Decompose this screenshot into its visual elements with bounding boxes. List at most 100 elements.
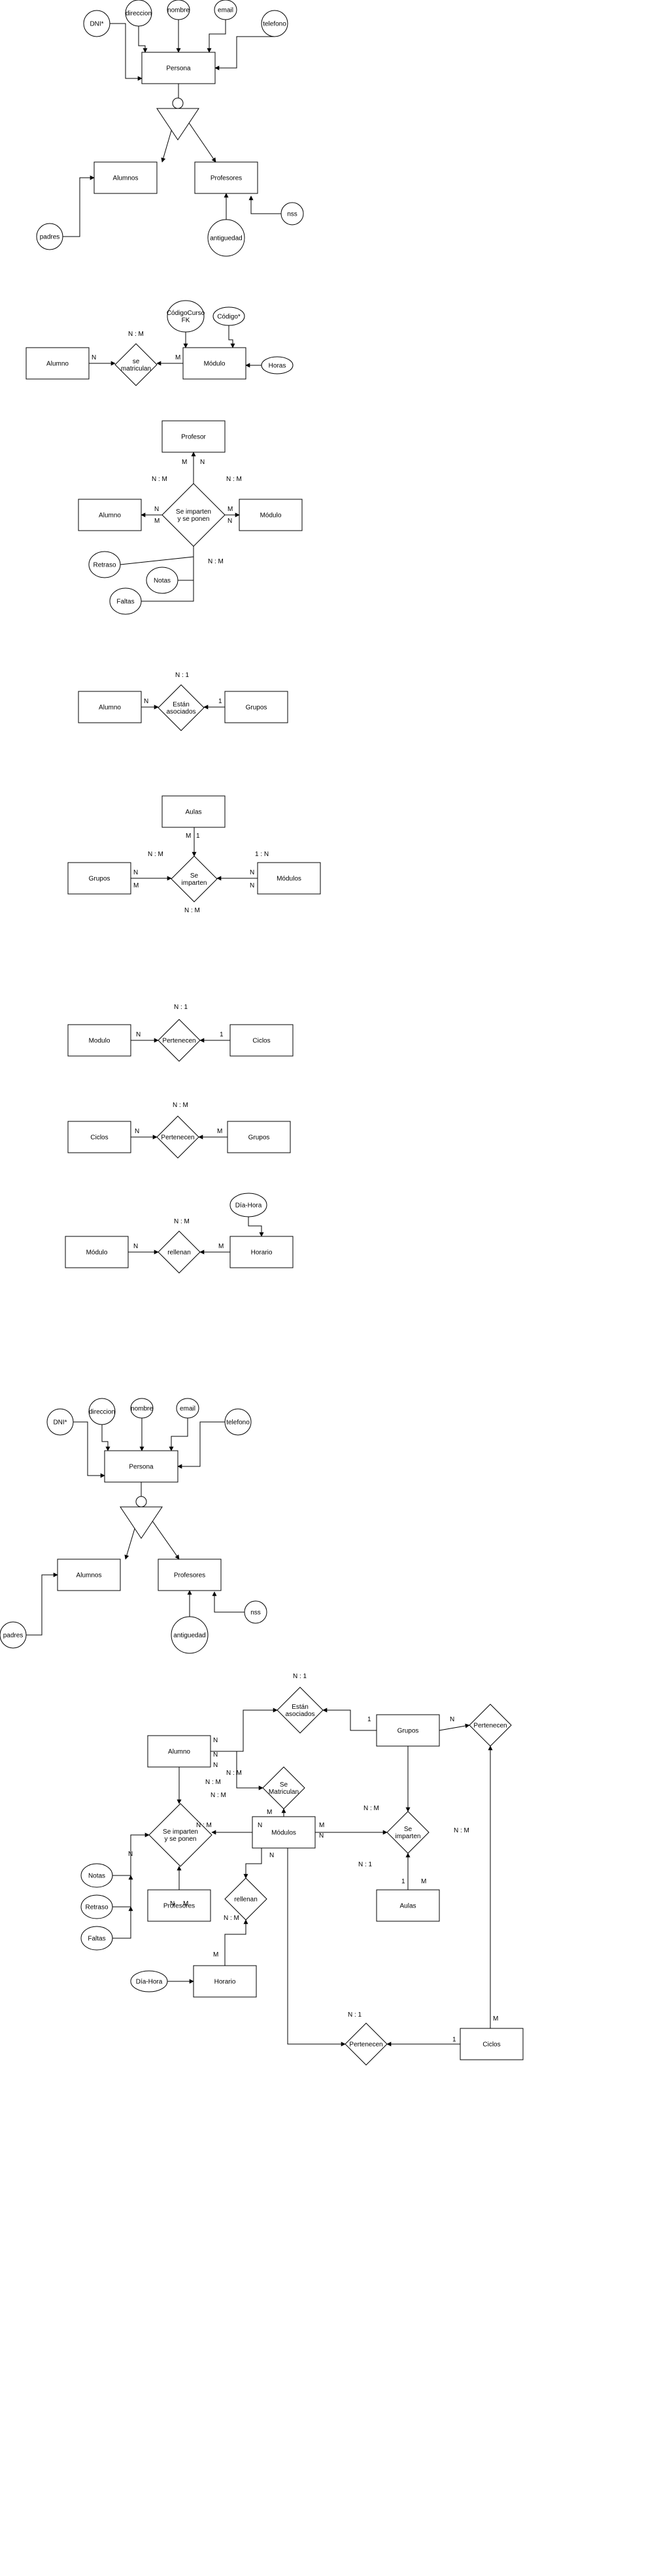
entity-box[interactable] [239,499,303,531]
entity-horario[interactable]: Horario [229,1236,294,1268]
isa-triangle[interactable] [156,108,199,140]
entity-box[interactable] [78,499,142,531]
entity-box[interactable] [147,1889,211,1922]
entity-modulo[interactable]: Módulo [239,499,303,531]
entity-persona[interactable]: Persona [141,52,216,84]
attribute-ellipse[interactable] [261,356,294,374]
attribute-dni[interactable]: DNI* [46,1408,74,1436]
entity-box[interactable] [460,2028,524,2060]
entity-box[interactable] [141,52,216,84]
entity-ciclos[interactable]: Ciclos [67,1121,131,1153]
entity-modulo[interactable]: Módulo [65,1236,129,1268]
attribute-direccion[interactable]: direccion [125,0,152,27]
entity-box[interactable] [229,1236,294,1268]
attribute-antiguedad[interactable]: antiguedad [207,219,245,257]
entity-box[interactable] [161,795,226,828]
entity-box[interactable] [376,1714,440,1747]
attribute-ellipse[interactable] [80,1926,113,1951]
attribute-ellipse[interactable] [224,1408,252,1436]
isa-triangle[interactable] [120,1506,163,1539]
entity-modulos[interactable]: Módulos [252,1816,316,1849]
entity-box[interactable] [78,691,142,723]
entity-modulos[interactable]: Módulos [257,862,321,895]
entity-grupos[interactable]: Grupos [227,1121,291,1153]
entity-box[interactable] [104,1450,178,1483]
attribute-ellipse[interactable] [207,219,245,257]
relationship-pert_top[interactable]: Pertenecen [469,1704,512,1747]
attribute-ellipse[interactable] [80,1894,113,1919]
attribute-nss[interactable]: nss [244,1600,267,1624]
entity-box[interactable] [57,1559,121,1591]
attribute-ellipse[interactable] [171,1616,209,1654]
relationship-diamond[interactable] [345,2023,388,2066]
attribute-ellipse[interactable] [146,567,178,594]
entity-alumnos[interactable]: Alumnos [57,1559,121,1591]
attribute-telefono[interactable]: telefono [224,1408,252,1436]
relationship-diamond[interactable] [386,1811,430,1854]
entity-alumnos[interactable]: Alumnos [93,161,158,194]
entity-box[interactable] [257,862,321,895]
entity-persona[interactable]: Persona [104,1450,178,1483]
relationship-diamond[interactable] [114,343,158,386]
entity-box[interactable] [252,1816,316,1849]
relationship-diamond[interactable] [161,483,226,547]
entity-box[interactable] [227,1121,291,1153]
attribute-ellipse[interactable] [229,1193,267,1217]
entity-modulo[interactable]: Módulo [182,347,246,380]
attribute-nss[interactable]: nss [280,202,304,225]
attribute-faltas[interactable]: Faltas [80,1926,113,1951]
entity-box[interactable] [25,347,90,380]
attribute-ellipse[interactable] [125,0,152,27]
attribute-ellipse[interactable] [280,202,304,225]
attribute-diahora[interactable]: Día-Hora [229,1193,267,1217]
relationship-diamond[interactable] [148,1803,212,1867]
entity-horario[interactable]: Horario [193,1965,257,1998]
entity-alumno[interactable]: Alumno [78,499,142,531]
entity-alumno[interactable]: Alumno [78,691,142,723]
entity-box[interactable] [65,1236,129,1268]
relationship-pert_bottom[interactable]: Pertenecen [345,2023,388,2066]
relationship-rellenan[interactable]: rellenan [158,1230,201,1274]
attribute-ellipse[interactable] [46,1408,74,1436]
attribute-padres[interactable]: padres [0,1621,27,1649]
entity-box[interactable] [224,691,288,723]
attribute-email[interactable]: email [214,0,237,20]
entity-profesor[interactable]: Profesor [161,420,226,453]
relationship-diamond[interactable] [158,684,205,731]
attribute-notas[interactable]: Notas [80,1863,113,1888]
attribute-ellipse[interactable] [36,223,63,250]
entity-box[interactable] [182,347,246,380]
entity-aulas[interactable]: Aulas [161,795,226,828]
attribute-retraso[interactable]: Retraso [80,1894,113,1919]
attribute-nombre[interactable]: nombre [167,0,190,20]
attribute-ellipse[interactable] [130,1970,168,1992]
entity-profesores[interactable]: Profesores [147,1889,211,1922]
entity-profesores[interactable]: Profesores [158,1559,222,1591]
relationship-pert[interactable]: Pertenecen [158,1019,201,1062]
entity-box[interactable] [147,1735,211,1768]
relationship-diamond[interactable] [158,1019,201,1062]
attribute-ellipse[interactable] [167,300,205,333]
attribute-antiguedad[interactable]: antiguedad [171,1616,209,1654]
attribute-codigo[interactable]: Código* [212,306,245,326]
entity-alumno[interactable]: Alumno [147,1735,211,1768]
entity-box[interactable] [67,862,131,895]
entity-box[interactable] [67,1024,131,1057]
attribute-ellipse[interactable] [214,0,237,20]
attribute-horas[interactable]: Horas [261,356,294,374]
relationship-diamond[interactable] [224,1877,267,1921]
entity-box[interactable] [376,1889,440,1922]
entity-grupos[interactable]: Grupos [224,691,288,723]
attribute-telefono[interactable]: telefono [261,10,288,37]
attribute-ellipse[interactable] [244,1600,267,1624]
attribute-notas[interactable]: Notas [146,567,178,594]
entity-box[interactable] [194,161,258,194]
attribute-padres[interactable]: padres [36,223,63,250]
entity-grupos[interactable]: Grupos [67,862,131,895]
